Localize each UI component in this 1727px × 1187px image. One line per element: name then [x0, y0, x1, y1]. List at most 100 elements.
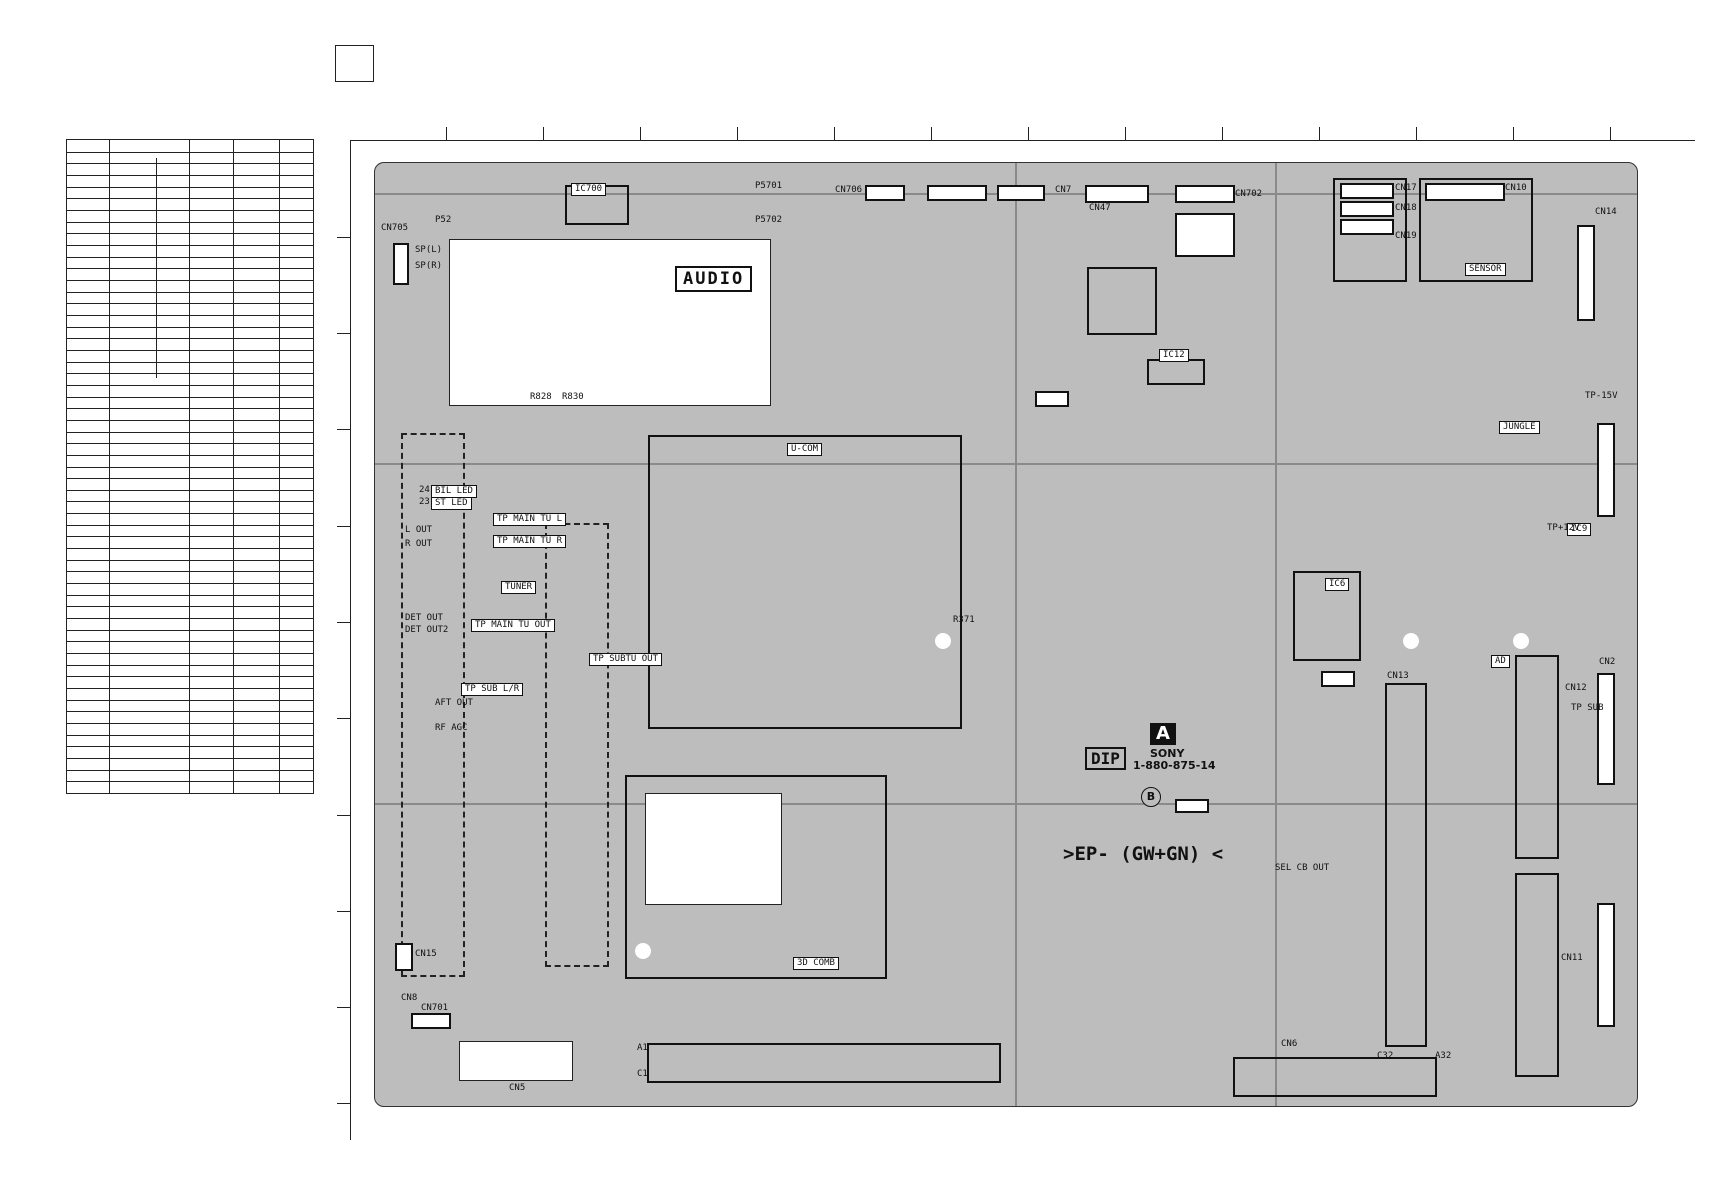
side-mark-b: B: [1141, 787, 1161, 807]
connector-cn701: [411, 1013, 451, 1029]
label-ic700: IC700: [571, 183, 607, 196]
label-r371: R371: [953, 615, 975, 625]
ruler-tick: [337, 237, 350, 238]
ref-row-divider: [67, 303, 313, 305]
label-ic9: IC9: [1567, 523, 1592, 536]
connector-cn17: [1340, 183, 1394, 199]
ref-row-divider: [67, 606, 313, 608]
dip-arrow-label: DIP: [1085, 747, 1126, 770]
label-cn705: CN705: [381, 223, 409, 233]
audio-title: AUDIO: [675, 266, 753, 292]
label-tp-main-tu-l: TP MAIN TU L: [493, 513, 567, 526]
label-det-out2: DET OUT2: [405, 625, 449, 635]
ref-row-divider: [67, 384, 313, 386]
ref-row-divider: [67, 594, 313, 596]
ref-row-divider: [67, 641, 313, 643]
label-cn11: CN11: [1561, 953, 1583, 963]
label-ad: AD: [1491, 655, 1510, 668]
connector-cn3: [1597, 423, 1615, 517]
connector-cn15: [395, 943, 413, 971]
ref-row-divider: [67, 268, 313, 270]
scart-connector: [647, 1043, 1001, 1083]
cn17-region: [1333, 178, 1407, 282]
board-mark-a: A: [1150, 723, 1176, 745]
connector-cn705: [393, 243, 409, 285]
connector: [927, 185, 987, 201]
ref-row-divider: [67, 501, 313, 503]
sub-tuner-region: [545, 523, 609, 967]
label-tp-sub-lr: TP SUB L/R: [461, 683, 524, 696]
ref-row-divider: [67, 583, 313, 585]
label-cn10: CN10: [1505, 183, 1527, 193]
label-sensor: SENSOR: [1465, 263, 1506, 276]
corner-index-box: [335, 45, 374, 82]
label-sel-cb-out: SEL CB OUT: [1275, 863, 1330, 873]
ref-row-divider: [67, 559, 313, 561]
label-ic12: IC12: [1159, 349, 1189, 362]
label-cn706: CN706: [835, 185, 863, 195]
label-tp12v: TP+12V: [1547, 523, 1580, 533]
component-cn23: [1321, 671, 1355, 687]
ruler-tick: [1319, 127, 1320, 140]
ref-row-divider: [67, 629, 313, 631]
ref-row-divider: [67, 571, 313, 573]
ref-row-divider: [67, 408, 313, 410]
ref-row-divider: [67, 466, 313, 468]
ruler-tick: [337, 1007, 350, 1008]
label-c32: C32: [1377, 1051, 1394, 1061]
label-c1: C1: [637, 1069, 648, 1079]
ruler-tick: [337, 333, 350, 334]
mounting-hole: [935, 633, 951, 649]
left-ruler: [350, 140, 351, 1140]
trace: [375, 803, 1637, 805]
label-cn15: CN15: [415, 949, 437, 959]
ruler-tick: [1513, 127, 1514, 140]
ref-row-divider: [67, 361, 313, 363]
label-ucom: U-COM: [787, 443, 823, 456]
audio-block: AUDIO R828 R830: [449, 239, 771, 406]
part-number: 1-880-875-14: [1133, 759, 1216, 772]
label-cn6: CN6: [1281, 1039, 1298, 1049]
ref-row-divider: [67, 536, 313, 538]
label-cn5: CN5: [509, 1083, 526, 1093]
ref-row-divider: [67, 326, 313, 328]
ruler-tick: [543, 127, 544, 140]
ruler-tick: [834, 127, 835, 140]
top-ruler: [350, 140, 1695, 141]
label-tuner: TUNER: [501, 581, 537, 594]
label-tp-main-tu-r: TP MAIN TU R: [493, 535, 567, 548]
label-a1: A1: [637, 1043, 648, 1053]
ruler-tick: [1222, 127, 1223, 140]
ruler-tick: [931, 127, 932, 140]
ruler-tick: [337, 622, 350, 623]
ruler-tick: [337, 718, 350, 719]
label-pin24: 24: [419, 485, 430, 495]
ruler-tick: [640, 127, 641, 140]
ref-col-divider: [156, 158, 157, 378]
ruler-tick: [337, 1103, 350, 1104]
ref-row-divider: [67, 256, 313, 258]
ref-row-divider: [67, 758, 313, 760]
label-sp-r: SP(R): [415, 261, 443, 271]
cn13-connector: [1385, 683, 1427, 1047]
connector-cn47: [1085, 185, 1149, 203]
label-tp-sub-tu-out: TP SUBTU OUT: [589, 653, 663, 666]
ruler-tick: [737, 127, 738, 140]
ref-row-divider: [67, 338, 313, 340]
ref-row-divider: [67, 419, 313, 421]
ref-row-divider: [67, 513, 313, 515]
ref-row-divider: [67, 489, 313, 491]
connector-cn706: [865, 185, 905, 201]
ref-row-divider: [67, 723, 313, 725]
reference-table: [66, 139, 314, 794]
ruler-tick: [1028, 127, 1029, 140]
ep-label: >EP- (GW+GN) <: [1063, 843, 1224, 865]
ruler-tick: [1416, 127, 1417, 140]
label-r828: R828: [530, 392, 552, 402]
pcb-board: AUDIO R828 R830 IC700 CN706 CN7 CN47 CN7…: [374, 162, 1638, 1107]
label-cn702: CN702: [1235, 189, 1263, 199]
ref-row-divider: [67, 699, 313, 701]
ref-row-divider: [67, 478, 313, 480]
ref-row-divider: [67, 653, 313, 655]
connector-block: [1175, 213, 1235, 257]
